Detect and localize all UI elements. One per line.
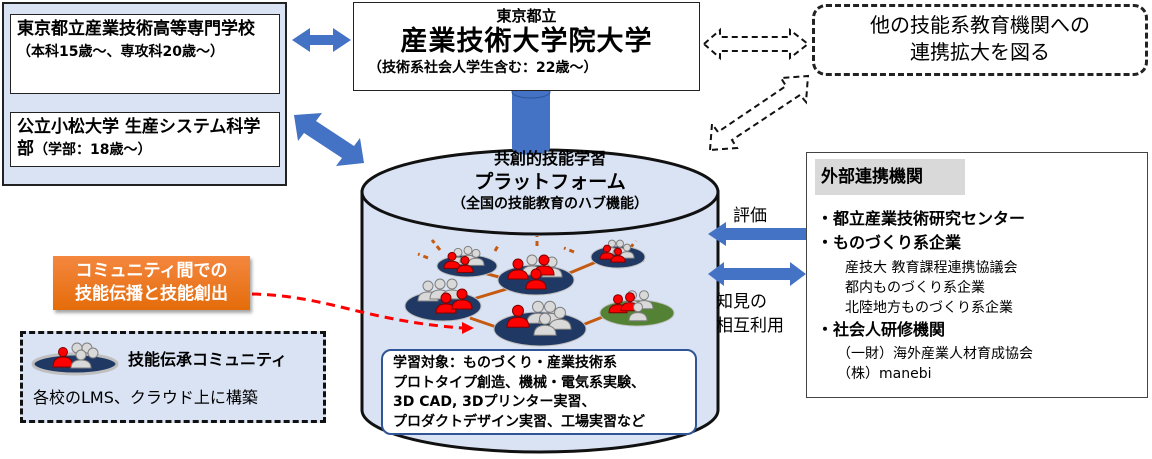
other-institutions-line2: 連携拡大を図る: [910, 40, 1050, 64]
person-icon: [435, 292, 457, 314]
platform-title: 共創的技能学習 プラットフォーム （全国の技能教育のハブ機能）: [380, 148, 720, 214]
community-icon: [31, 342, 119, 376]
person-icon: [451, 288, 473, 310]
learning-target-line: プロダクトデザイン実習、工場実習など: [393, 413, 645, 430]
person-icon: [610, 247, 626, 263]
external-partners-box: 外部連携機関 ・都立産業技術研究センター ・ものづくり系企業 産技大 教育課程連…: [806, 152, 1148, 398]
community-legend-box: 技能伝承コミュニティ 各校のLMS、クラウド上に構築: [20, 331, 326, 423]
school2-platform-arrow: [294, 113, 364, 166]
learning-target-line: プロトタイプ創造、機械・電気系実験、: [393, 374, 645, 391]
platform-title-line3: （全国の技能教育のハブ機能）: [452, 196, 648, 212]
school-kosen-name: 東京都立産業技術高等専門学校: [17, 19, 255, 39]
univ-other-dashed-arrow: [702, 27, 810, 61]
university-box: 東京都立 産業技術大学院大学 （技術系社会人学生含む：22歳〜）: [353, 2, 700, 91]
community-description: 各校のLMS、クラウド上に構築: [33, 388, 258, 407]
partner-sub-item: （一財）海外産業人材育成協会: [837, 346, 1033, 362]
school-kosen-detail: （本科15歳〜、専攻科20歳〜）: [17, 44, 224, 60]
other-platform-dashed-arrow: [708, 74, 810, 152]
person-icon: [599, 244, 615, 260]
partner-item: ・都立産業技術研究センター: [817, 209, 1026, 228]
partner-sub-item: 北陸地方ものづくり系企業: [845, 300, 1013, 316]
person-icon: [506, 304, 530, 328]
university-name: 産業技術大学院大学: [400, 26, 653, 57]
callout-line2: 技能伝播と技能創出: [75, 284, 228, 304]
community-title: 技能伝承コミュニティ: [128, 350, 288, 369]
partner-sub-item: 産技大 教育課程連携協議会: [845, 260, 1018, 276]
person-icon: [619, 243, 635, 259]
callout-line1: コミュニティ間での: [75, 261, 228, 281]
propagation-callout: コミュニティ間での 技能伝播と技能創出: [53, 256, 250, 310]
propagation-arrowhead: [462, 322, 474, 334]
external-partners-title: 外部連携機関: [815, 159, 965, 195]
other-institutions-line1: 他の技能系教育機関への: [870, 13, 1090, 37]
mutual-use-label-line2: 相互利用: [716, 316, 784, 336]
platform-title-line1: 共創的技能学習: [493, 149, 606, 168]
learning-target-line: 学習対象：ものづくり・産業技術系: [393, 355, 617, 371]
community-people: [417, 239, 654, 336]
learning-targets-box: 学習対象：ものづくり・産業技術系 プロトタイプ創造、機械・電気系実験、 3D C…: [381, 349, 697, 435]
university-sub: （技術系社会人学生含む：22歳〜）: [368, 60, 598, 76]
person-icon: [533, 312, 557, 336]
person-icon: [456, 255, 474, 273]
school-komatsu: 公立小松大学 生産システム科学部（学部：18歳〜）: [10, 112, 280, 167]
person-icon: [507, 258, 529, 280]
person-icon: [548, 306, 572, 330]
school-komatsu-detail: （学部：18歳〜）: [34, 142, 152, 158]
other-institutions-box: 他の技能系教育機関への 連携拡大を図る: [812, 4, 1148, 76]
univ-connector-pipe: [511, 85, 551, 155]
person-icon: [628, 302, 648, 322]
schools-panel: 東京都立産業技術高等専門学校 （本科15歳〜、専攻科20歳〜） 公立小松大学 生産…: [2, 2, 287, 186]
school-kosen: 東京都立産業技術高等専門学校 （本科15歳〜、専攻科20歳〜）: [10, 14, 280, 94]
mutual-use-arrow: [708, 262, 806, 286]
university-prefix: 東京都立: [496, 7, 557, 25]
evaluation-label: 評価: [733, 206, 767, 226]
mutual-use-label-line1: 知見の: [716, 292, 767, 312]
person-icon: [525, 268, 547, 290]
learning-target-line: 3D CAD, 3Dプリンター実習、: [393, 394, 596, 410]
partner-sub-item: 都内ものづくり系企業: [845, 280, 985, 296]
partner-item: ・ものづくり系企業: [817, 233, 962, 252]
partner-sub-item: （株）manebi: [837, 366, 932, 382]
school-univ-arrow: [292, 28, 351, 52]
school-komatsu-name: 公立小松大学 生産システム科学部: [17, 117, 261, 159]
propagation-dashed-curve: [251, 292, 463, 330]
partner-item: ・社会人研修機関: [817, 320, 946, 339]
platform-title-line2: プラットフォーム: [474, 171, 626, 193]
evaluation-arrow: [708, 222, 806, 246]
